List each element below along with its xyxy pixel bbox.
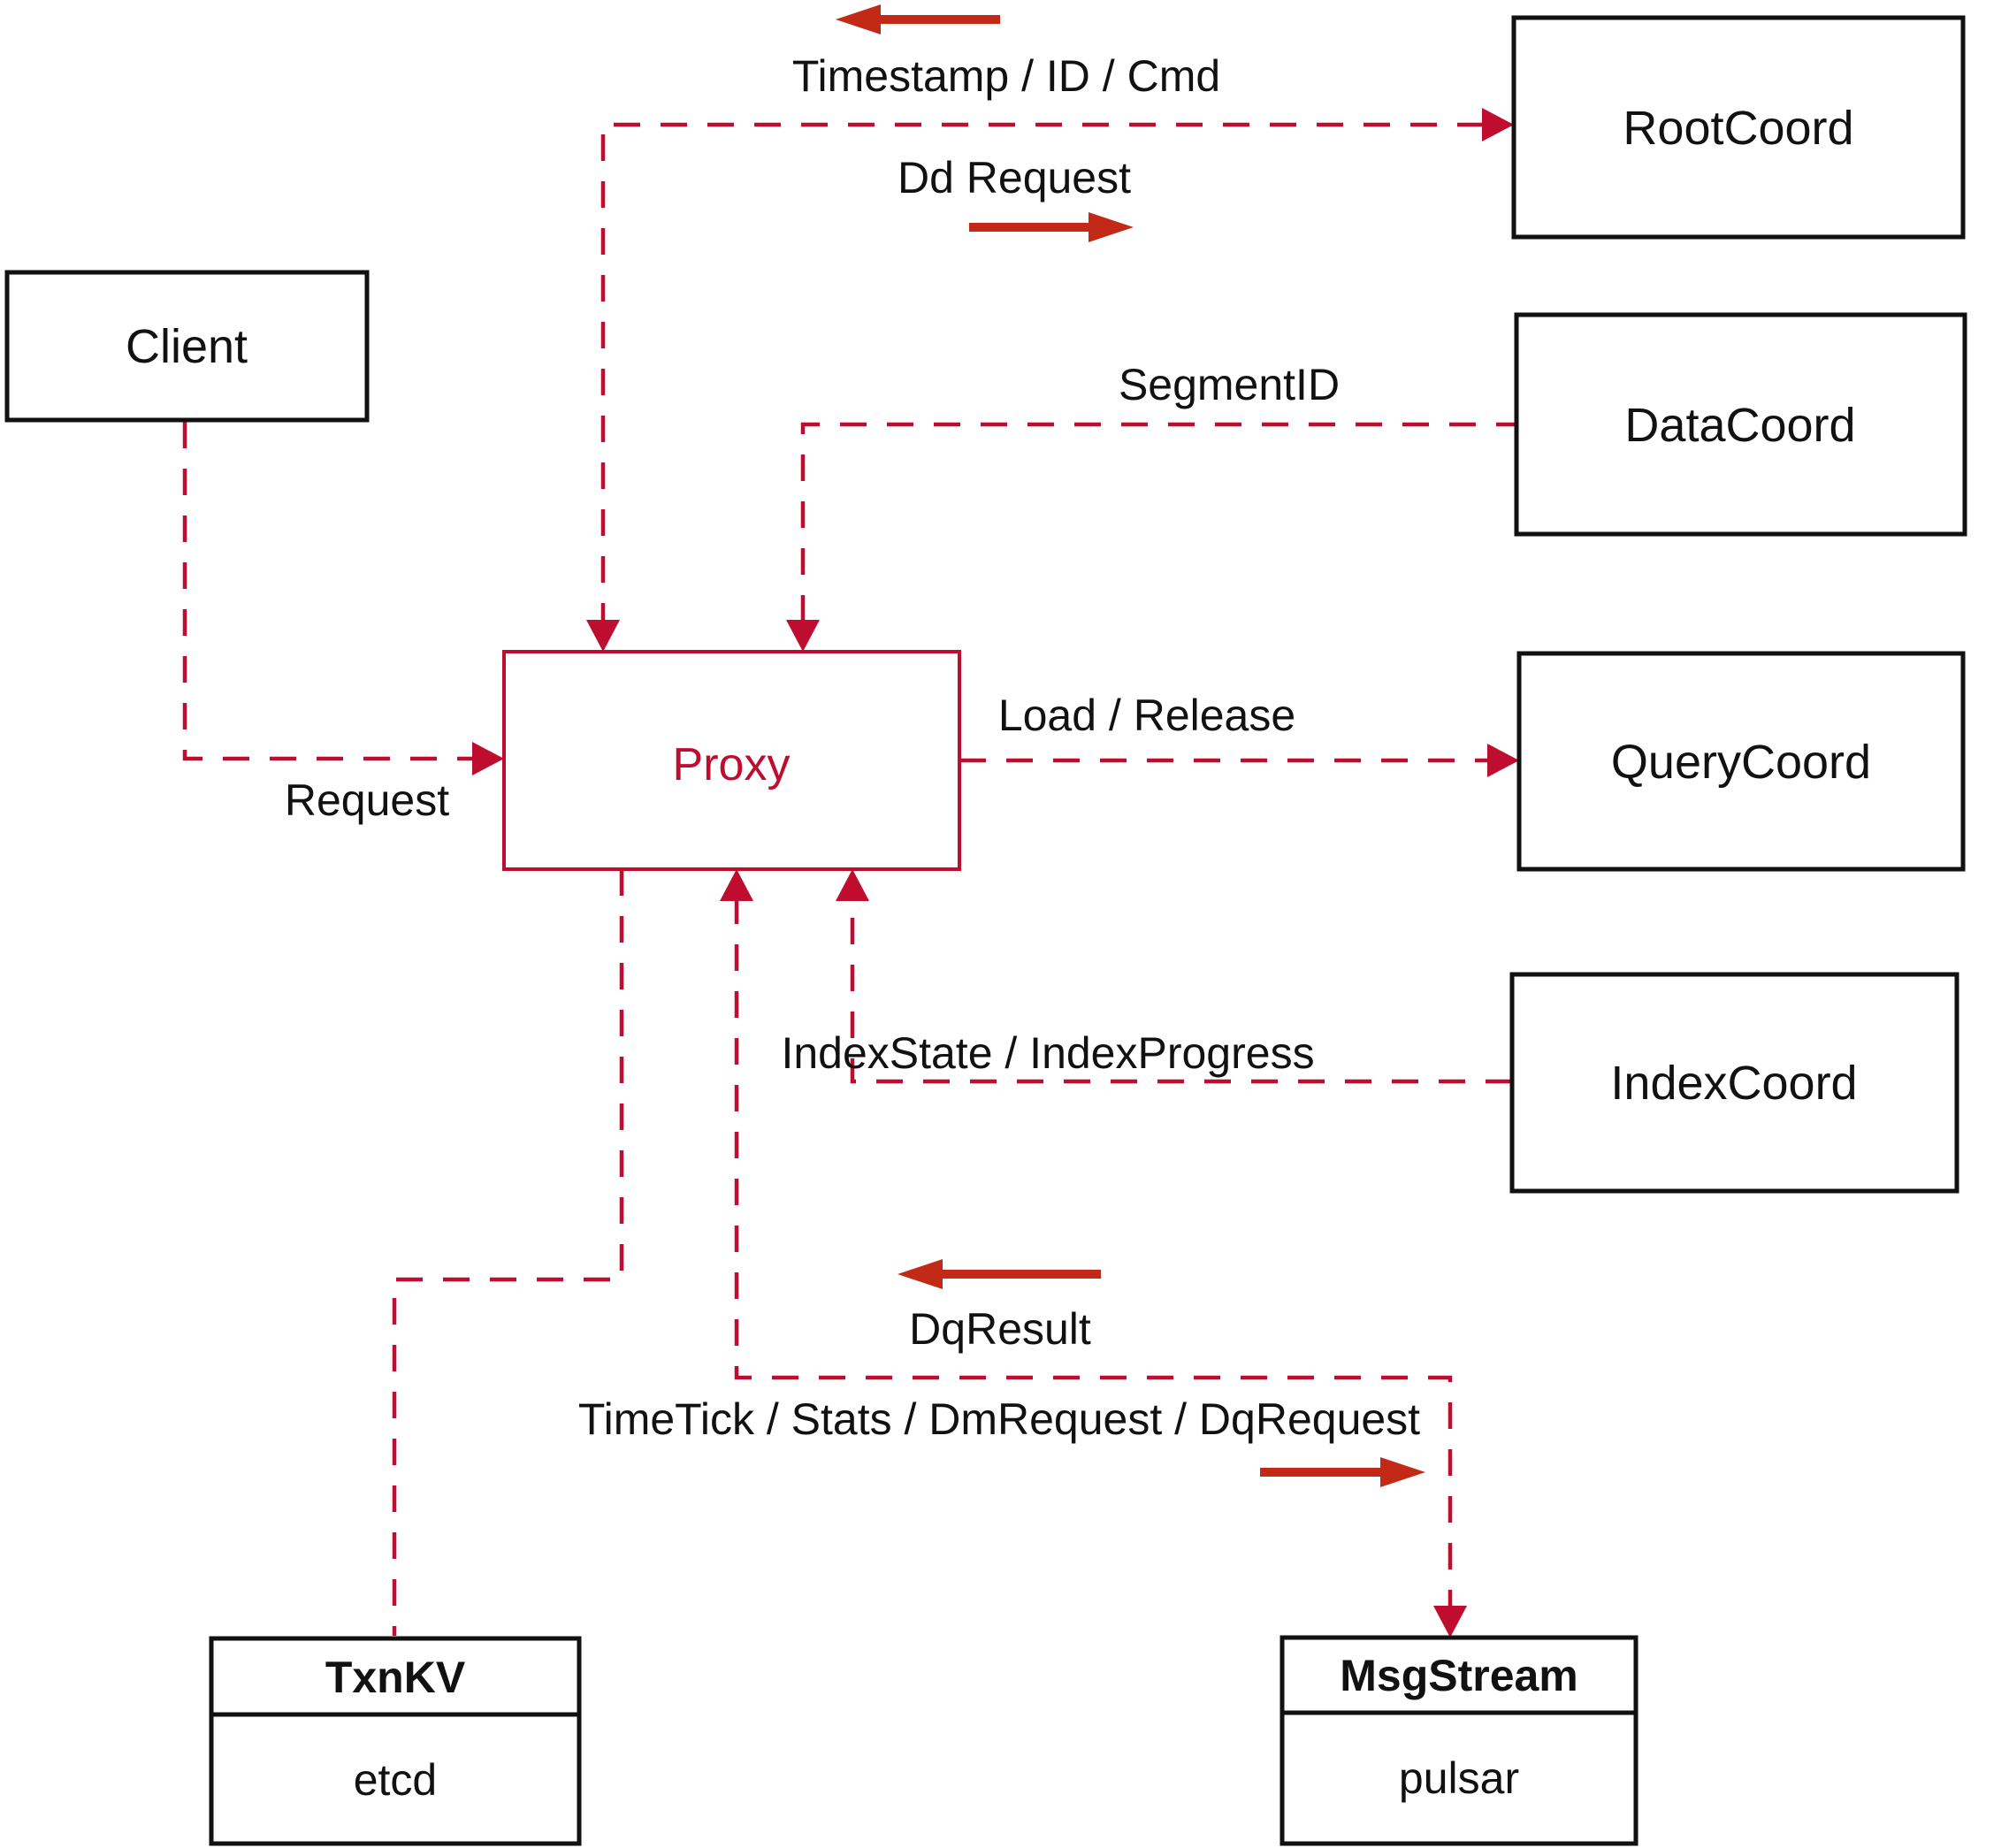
msgstream-title: MsgStream: [1340, 1651, 1578, 1700]
direction-arrows: [836, 4, 1425, 1487]
edge-label-dqresult: DqResult: [909, 1304, 1091, 1354]
connector-proxy-rootcoord: [600, 122, 1484, 626]
arrowhead-into-proxy-top-left-icon: [586, 620, 620, 652]
node-client: Client: [4, 270, 370, 423]
edge-label-request: Request: [285, 775, 449, 825]
datacoord-label: DataCoord: [1624, 399, 1855, 452]
rootcoord-label: RootCoord: [1623, 102, 1853, 155]
node-querycoord: QueryCoord: [1516, 651, 1966, 872]
node-proxy: Proxy: [502, 650, 961, 871]
connectors: [182, 108, 1523, 1638]
querycoord-label: QueryCoord: [1611, 736, 1871, 789]
node-datacoord: DataCoord: [1514, 312, 1967, 537]
arrowhead-into-proxy-bottom-right-icon: [836, 869, 869, 901]
connector-client-proxy: [182, 422, 476, 761]
client-box: [4, 270, 370, 423]
msgstream-box: [1279, 1635, 1639, 1846]
datacoord-box: [1514, 312, 1967, 537]
rootcoord-box: [1511, 15, 1966, 240]
edge-label-timetick: TimeTick / Stats / DmRequest / DqRequest: [578, 1394, 1420, 1444]
edge-labels: Timestamp / ID / Cmd Dd Request SegmentI…: [285, 51, 1420, 1444]
proxy-box: [502, 650, 961, 871]
indexcoord-box: [1509, 972, 1959, 1194]
arrowhead-into-proxy-top-right-icon: [786, 620, 820, 652]
txnkv-box: [209, 1636, 582, 1846]
connector-datacoord-proxy: [800, 422, 1523, 626]
node-indexcoord: IndexCoord: [1509, 972, 1959, 1194]
edge-label-load-release: Load / Release: [998, 691, 1295, 740]
arrowhead-into-msgstream-icon: [1433, 1606, 1467, 1638]
connector-proxy-txnkv: [392, 869, 624, 1636]
arrow-right-dd-request-icon: [969, 212, 1134, 242]
arrowhead-into-rootcoord-icon: [1482, 108, 1514, 141]
proxy-label: Proxy: [673, 739, 791, 790]
querycoord-box: [1516, 651, 1966, 872]
client-label: Client: [126, 320, 248, 373]
connector-indexcoord-proxy: [850, 897, 1512, 1084]
arrow-left-timestamp-icon: [836, 4, 1000, 34]
edge-label-timestamp: Timestamp / ID / Cmd: [792, 51, 1220, 101]
arrowhead-into-proxy-bottom-left-icon: [720, 869, 753, 901]
edge-label-segmentid: SegmentID: [1119, 360, 1340, 409]
arrow-left-dqresult-icon: [898, 1259, 1101, 1289]
node-msgstream: MsgStream pulsar: [1279, 1635, 1639, 1846]
node-txnkv: TxnKV etcd: [209, 1636, 582, 1846]
msgstream-impl: pulsar: [1399, 1753, 1519, 1803]
txnkv-impl: etcd: [354, 1755, 438, 1805]
arrowhead-into-querycoord-icon: [1487, 744, 1519, 777]
node-rootcoord: RootCoord: [1511, 15, 1966, 240]
edge-label-dd-request: Dd Request: [898, 153, 1131, 202]
arrowhead-into-proxy-left-icon: [472, 742, 504, 775]
connector-proxy-msgstream: [734, 897, 1453, 1609]
arrow-right-timetick-icon: [1260, 1457, 1425, 1487]
txnkv-title: TxnKV: [325, 1653, 466, 1702]
indexcoord-label: IndexCoord: [1610, 1057, 1857, 1110]
edge-label-indexstate: IndexState / IndexProgress: [781, 1028, 1314, 1078]
